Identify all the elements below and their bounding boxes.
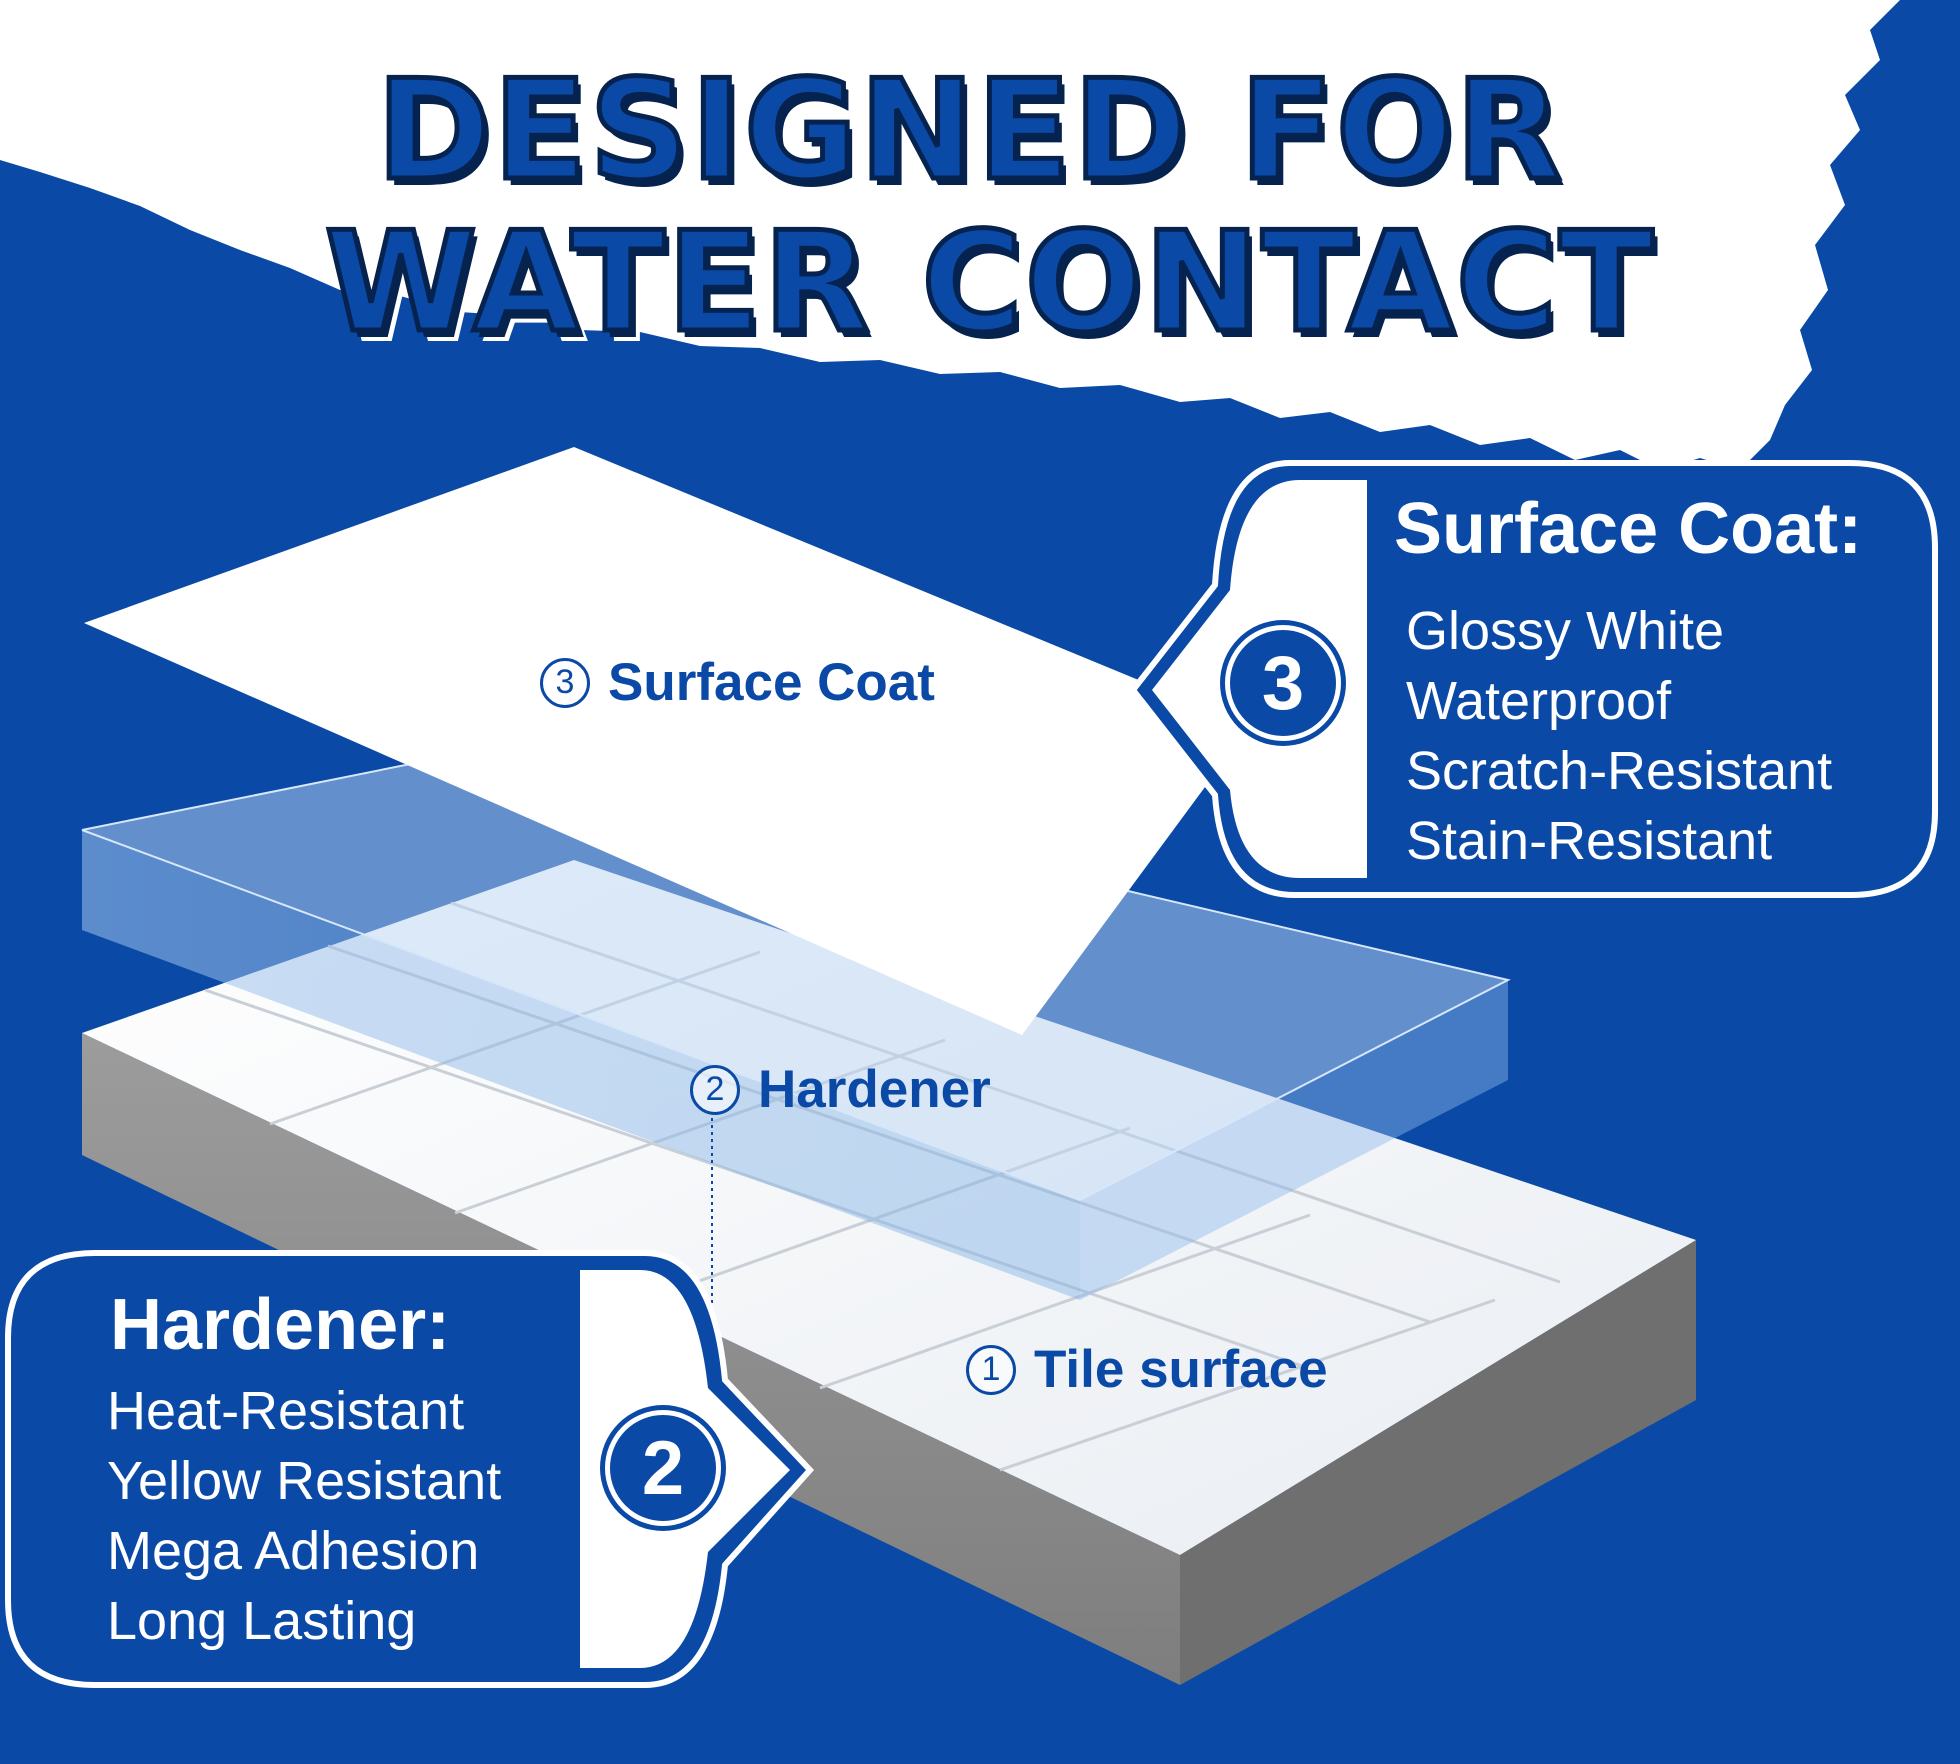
- hardener-number-badge: 2: [605, 1410, 721, 1526]
- surface-coat-number-badge: 3: [1225, 625, 1341, 741]
- torn-paper-background: [0, 0, 1900, 470]
- layer-name: Tile surface: [1034, 1340, 1328, 1399]
- tile-board-right-side: [1180, 1240, 1696, 1685]
- layer-name: Surface Coat: [608, 653, 935, 712]
- surface-coat-sheet: [84, 447, 1250, 1035]
- layer-label-tile-surface: 1 Tile surface: [966, 1339, 1328, 1400]
- feature-item: Mega Adhesion: [107, 1521, 480, 1581]
- feature-item: Stain-Resistant: [1406, 811, 1773, 871]
- layer-number-2-icon: 2: [690, 1064, 740, 1115]
- feature-item: Glossy White: [1406, 601, 1725, 661]
- feature-item: Long Lasting: [107, 1591, 417, 1651]
- layer-name: Hardener: [758, 1060, 991, 1119]
- hardener-callout-title: Hardener:: [110, 1285, 451, 1365]
- feature-item: Heat-Resistant: [107, 1381, 465, 1441]
- layer-label-hardener: 2 Hardener: [690, 1059, 991, 1120]
- surface-coat-feature-list: Glossy White Waterproof Scratch-Resistan…: [1406, 596, 1832, 876]
- surface-coat-callout-title: Surface Coat:: [1394, 489, 1863, 569]
- layer-number-1-icon: 1: [966, 1344, 1016, 1395]
- layer-number-3-icon: 3: [540, 657, 590, 708]
- layer-label-surface-coat: 3 Surface Coat: [540, 652, 935, 713]
- feature-item: Scratch-Resistant: [1406, 741, 1833, 801]
- headline-line-2: WATER CONTACT: [322, 202, 1656, 363]
- feature-item: Waterproof: [1406, 671, 1672, 731]
- headline-line-1: DESIGNED FOR: [374, 50, 1564, 211]
- hardener-feature-list: Heat-Resistant Yellow Resistant Mega Adh…: [107, 1376, 501, 1656]
- hardener-glass-slab: [81, 743, 1511, 1300]
- feature-item: Yellow Resistant: [107, 1451, 502, 1511]
